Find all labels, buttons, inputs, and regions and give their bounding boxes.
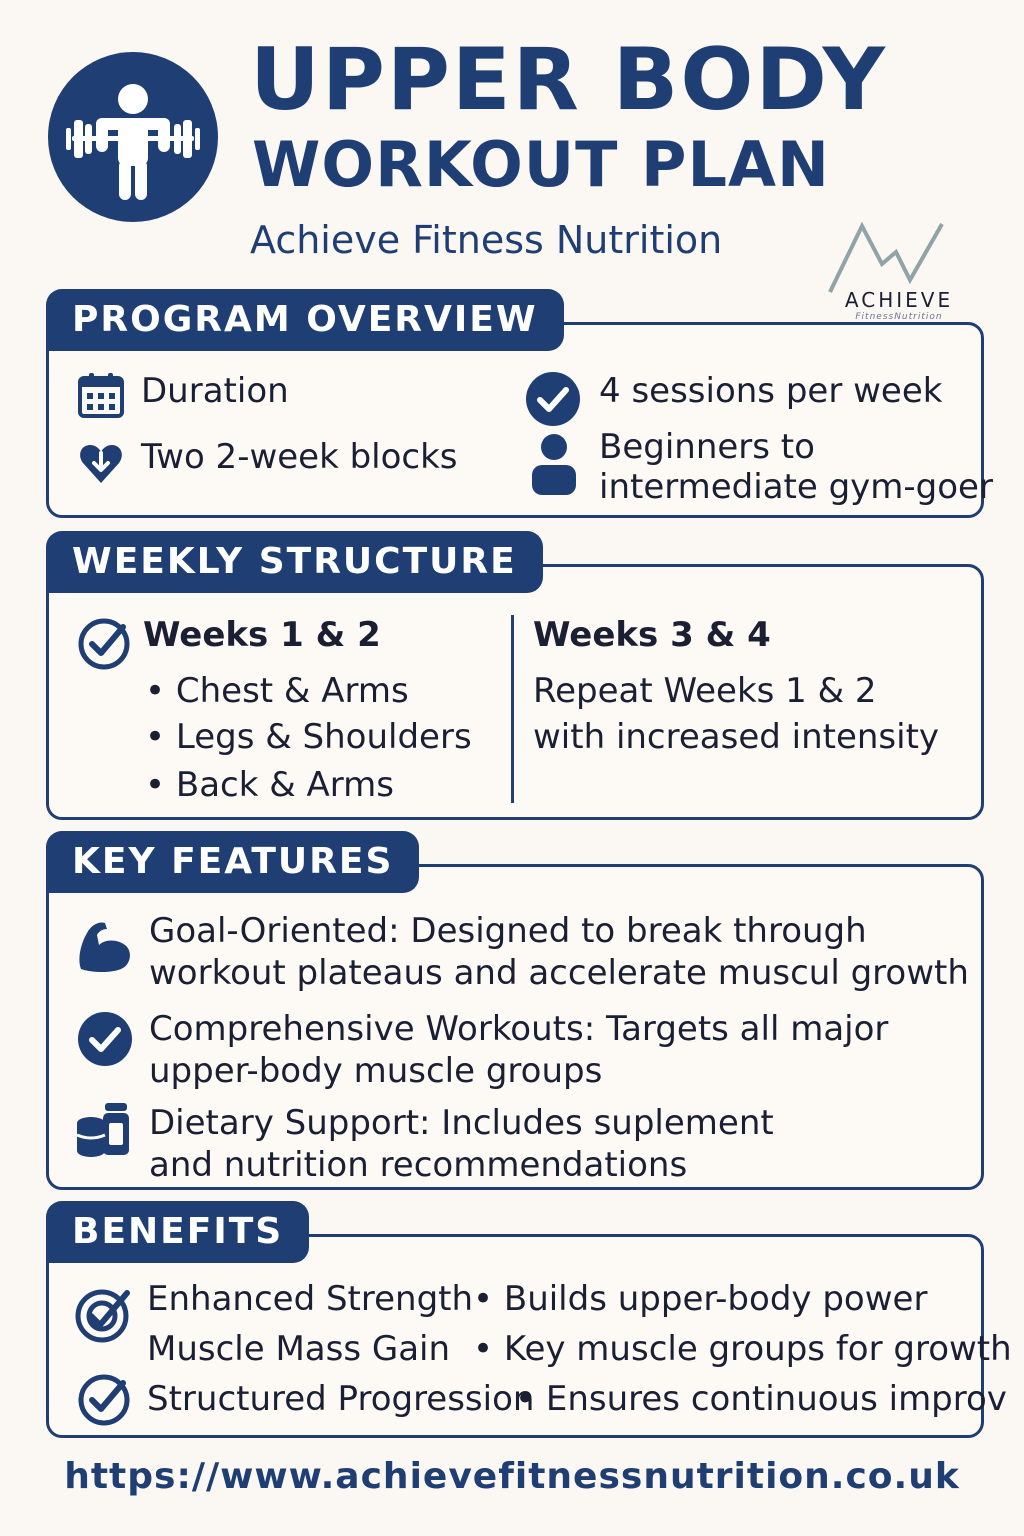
benefits-section: BENEFITS Enhanced Strength • Builds uppe… [46, 1201, 1012, 1438]
block2-line1: Repeat Weeks 1 & 2 [533, 671, 877, 711]
mountain-logo-icon [828, 221, 944, 293]
program-overview-heading: PROGRAM OVERVIEW [46, 289, 564, 351]
calendar-icon [77, 371, 125, 419]
feature-item-line1: Comprehensive Workouts: Targets all majo… [149, 1009, 889, 1049]
block1-item: • Back & Arms [145, 765, 395, 805]
brand-name: ACHIEVE [844, 288, 954, 312]
page-subtitle: Achieve Fitness Nutrition [250, 218, 723, 262]
audience-line2: intermediate gym-goer [599, 467, 993, 507]
duration-label: Duration [141, 371, 289, 411]
brand-logo: ACHIEVE FitnessNutrition [824, 218, 974, 328]
block2-line2: with increased intensity [533, 717, 940, 757]
benefits-heading: BENEFITS [46, 1201, 310, 1263]
supplement-icon [75, 1101, 131, 1159]
benefit-name: Enhanced Strength [147, 1279, 474, 1319]
target-check-icon [75, 1285, 133, 1343]
user-icon [529, 433, 579, 497]
key-features-heading: KEY FEATURES [46, 831, 420, 893]
page-title-secondary: WORKOUT PLAN [252, 128, 830, 201]
benefit-detail: • Key muscle groups for growth [473, 1329, 1012, 1369]
audience-line1: Beginners to [599, 427, 815, 467]
feature-item-line2: upper-body muscle groups [149, 1051, 603, 1091]
website-link[interactable]: https://www.achievefitnessnutrition.co.u… [64, 1456, 960, 1497]
benefit-name: Structured Progression [147, 1379, 535, 1419]
weightlifter-icon [48, 52, 218, 222]
block2-title: Weeks 3 & 4 [533, 615, 771, 655]
brand-tagline: FitnessNutrition [855, 312, 943, 322]
block1-item: • Legs & Shoulders [145, 717, 472, 757]
heart-arrow-icon [77, 439, 125, 487]
feature-item-line2: and nutrition recommendations [149, 1145, 688, 1185]
key-features-section: KEY FEATURES Goal-Oriented: Designed to … [46, 831, 984, 1190]
block1-title: Weeks 1 & 2 [143, 615, 381, 655]
check-circle-icon [77, 1011, 133, 1067]
flexed-bicep-icon [73, 915, 137, 979]
page-title: UPPER BODY [250, 30, 887, 130]
feature-item-line1: Goal-Oriented: Designed to break through [149, 911, 867, 951]
feature-item-line2: workout plateaus and accelerate muscul g… [149, 953, 969, 993]
benefit-detail: • Builds upper-body power [473, 1279, 928, 1319]
check-circle-outline-icon [77, 617, 131, 671]
benefit-detail: • Ensures continuous improv [515, 1379, 1007, 1419]
program-overview-section: PROGRAM OVERVIEW Duration Two 2-week blo… [46, 289, 993, 518]
check-circle-icon [525, 371, 581, 427]
column-divider [511, 615, 514, 803]
sessions-per-week: 4 sessions per week [599, 371, 943, 411]
benefit-name: Muscle Mass Gain [147, 1329, 451, 1369]
check-circle-outline-icon [77, 1373, 131, 1427]
block1-item: • Chest & Arms [145, 671, 409, 711]
weekly-structure-section: WEEKLY STRUCTURE Weeks 1 & 2 • Chest & A… [46, 531, 984, 820]
weekly-structure-heading: WEEKLY STRUCTURE [46, 531, 543, 593]
duration-value: Two 2-week blocks [141, 437, 458, 477]
feature-item-line1: Dietary Support: Includes suplement [149, 1103, 774, 1143]
